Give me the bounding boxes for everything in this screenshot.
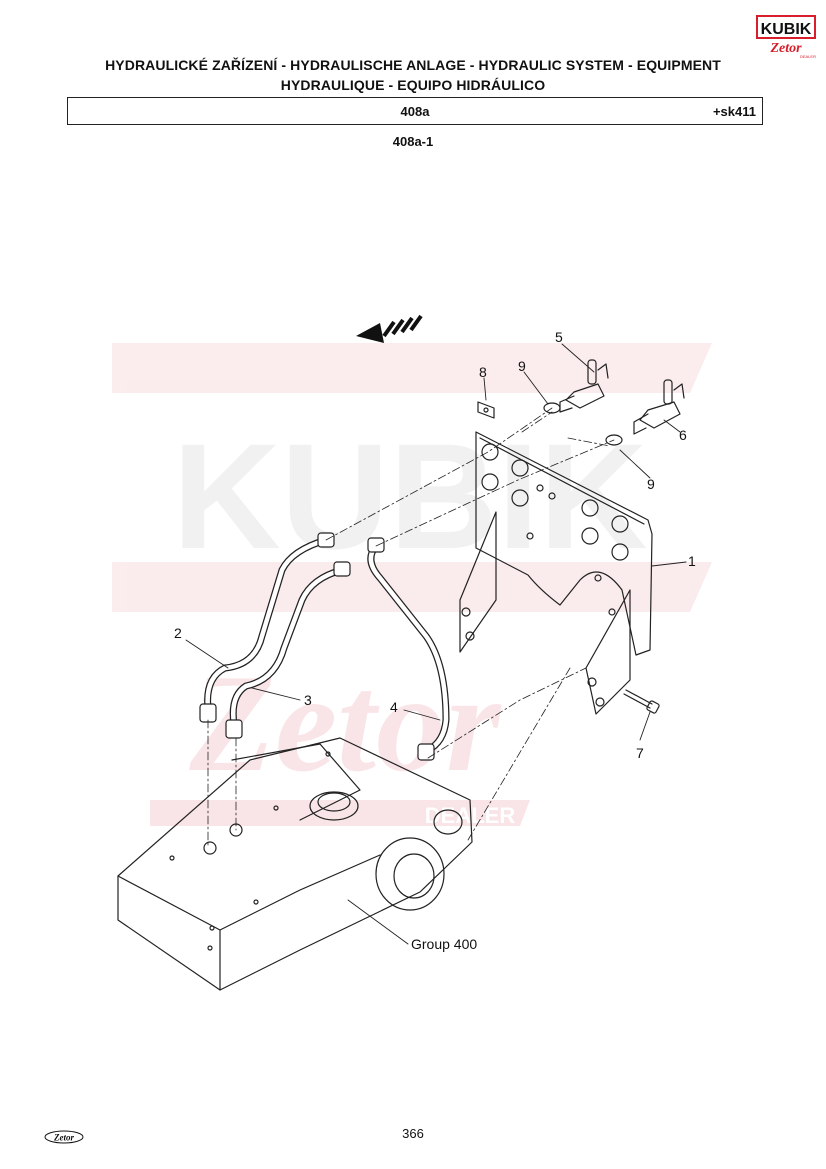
callout-1: 1	[688, 553, 696, 569]
quick-coupling-6	[633, 379, 685, 435]
logo-zetor-text: Zetor	[769, 41, 802, 56]
callout-7: 7	[636, 745, 644, 761]
bracket-plate	[459, 431, 653, 715]
page-number: 366	[402, 1126, 424, 1141]
callout-4: 4	[390, 699, 398, 715]
group-400-label: Group 400	[411, 936, 477, 952]
figure-code: 408a-1	[392, 134, 434, 149]
watermark: KUBIK Zetor DEALER	[112, 343, 712, 828]
callout-9a: 9	[518, 358, 526, 374]
callout-9b: 9	[647, 476, 655, 492]
circlip-9b	[605, 434, 623, 446]
watermark-kubik-text: KUBIK	[173, 412, 648, 580]
section-reference: +sk411	[712, 104, 756, 119]
circlip-9a	[543, 402, 561, 414]
logo-dealer-text: DEALER	[800, 54, 816, 59]
section-code-box: 408a +sk411	[67, 97, 763, 125]
callout-5: 5	[555, 329, 563, 345]
callout-3: 3	[304, 692, 312, 708]
gasket	[477, 401, 495, 419]
bolt	[623, 689, 660, 714]
zetor-footer-logo: Zetor	[44, 1130, 84, 1144]
callout-leaders	[185, 343, 687, 945]
direction-arrow-icon	[356, 314, 423, 343]
hose-4	[367, 537, 450, 761]
hose-3	[225, 561, 351, 739]
hose-2	[199, 532, 335, 723]
transmission-housing	[117, 737, 473, 991]
page-title-line2: HYDRAULIQUE - EQUIPO HIDRÁULICO	[280, 77, 546, 93]
callout-6: 6	[679, 427, 687, 443]
callout-labels: 2 3 4 1 5 6 7 8 9 9 Group 400	[174, 329, 696, 952]
section-code: 408a	[400, 104, 430, 119]
assembly-guide-lines	[207, 407, 615, 849]
kubik-zetor-logo: KUBIK Zetor DEALER	[756, 15, 816, 59]
footer-logo-text: Zetor	[53, 1133, 74, 1143]
callout-2: 2	[174, 625, 182, 641]
logo-kubik-text: KUBIK	[761, 21, 812, 38]
callout-8: 8	[479, 364, 487, 380]
page-title-line1: HYDRAULICKÉ ZAŘÍZENÍ - HYDRAULISCHE ANLA…	[105, 57, 721, 73]
